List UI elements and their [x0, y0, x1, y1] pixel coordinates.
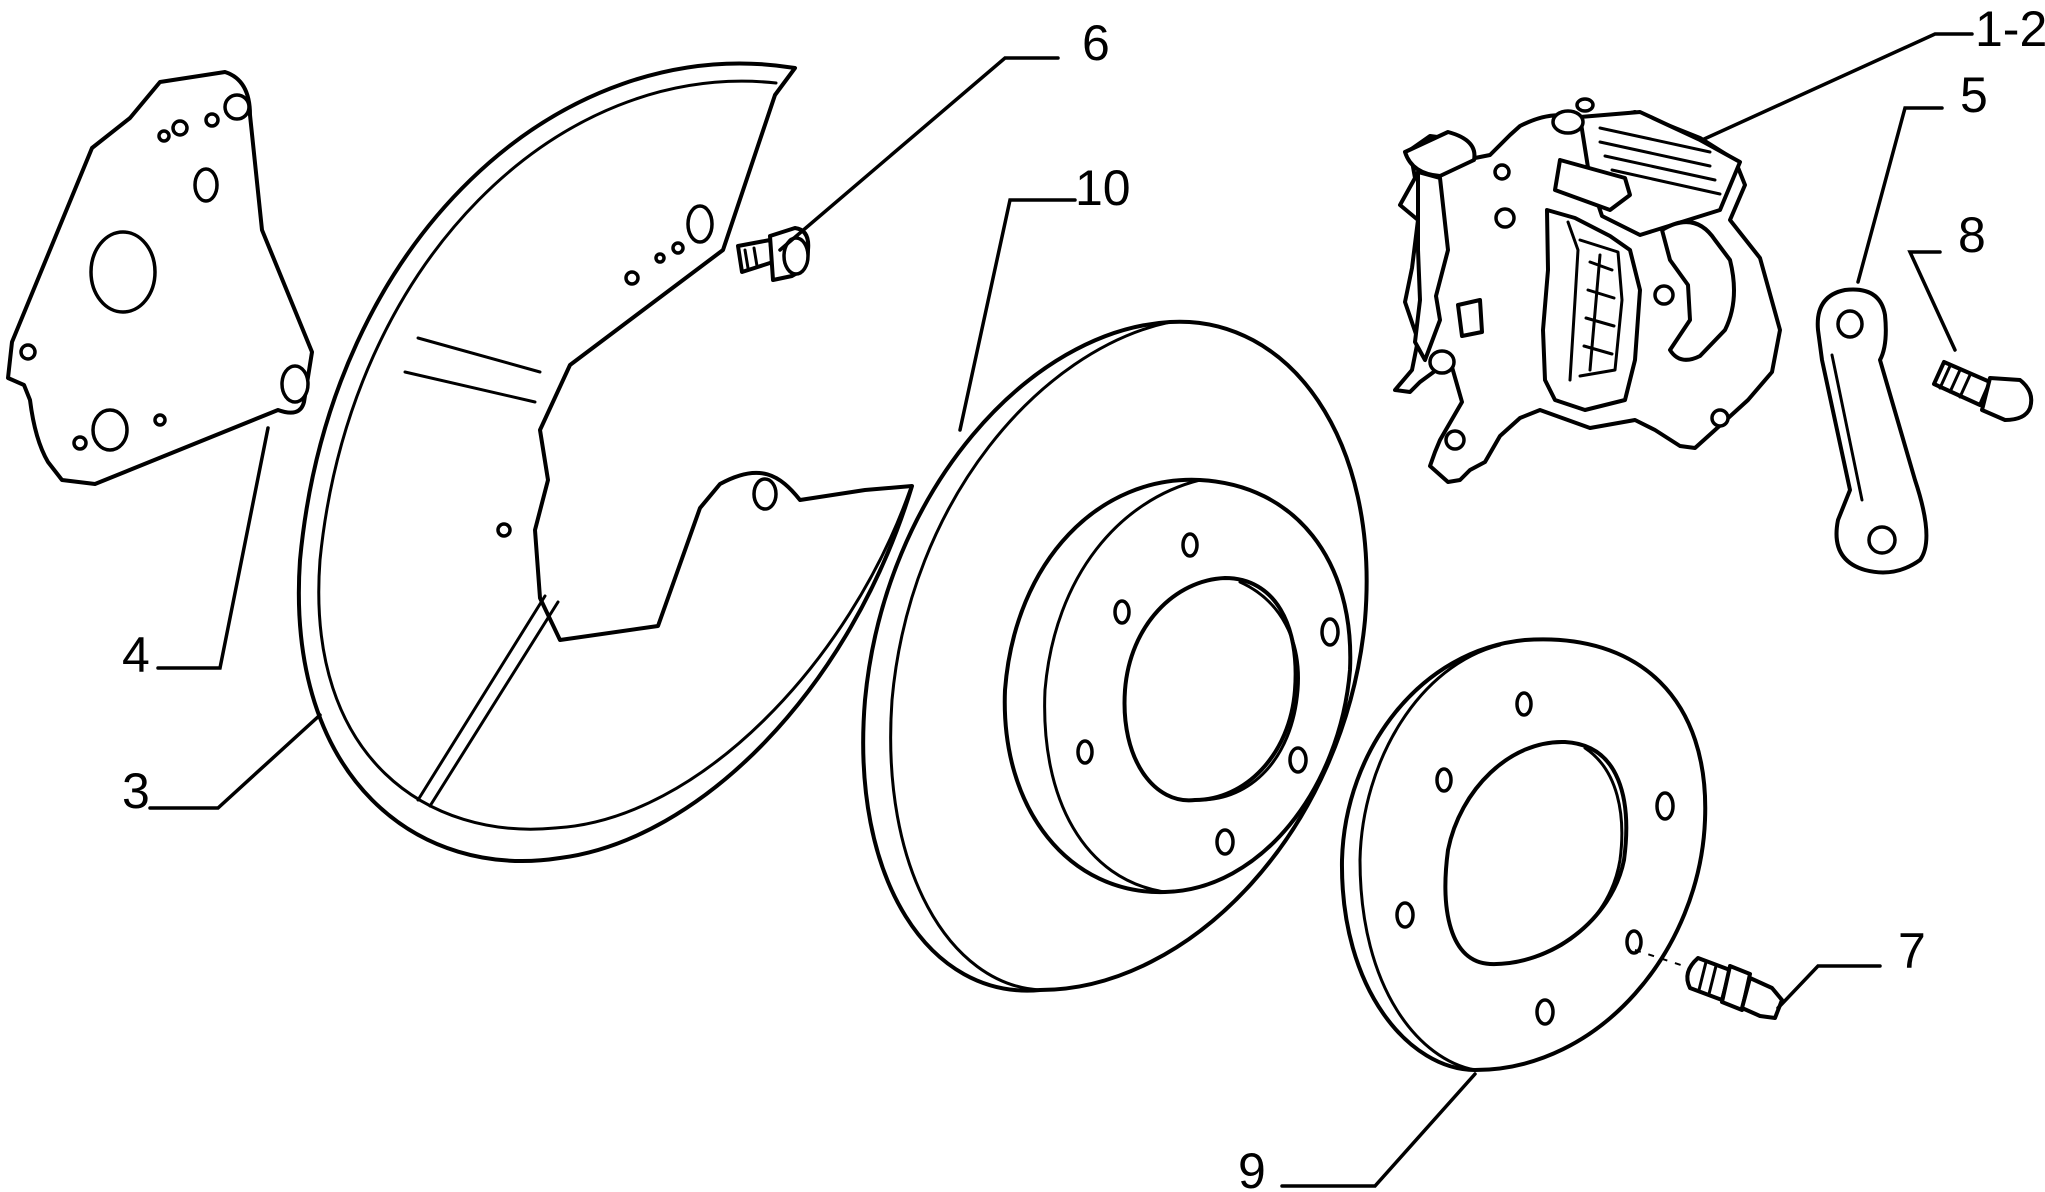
- leader-8: [1907, 250, 1957, 352]
- leader-9: [1280, 1072, 1477, 1188]
- leader-10: [958, 198, 1077, 432]
- leader-4: [156, 426, 270, 670]
- callout-label-3: 3: [122, 763, 150, 819]
- callout-labels: 1-2 5 8 6 10 4 3 7 9: [122, 1, 2045, 1192]
- callout-label-10: 10: [1075, 160, 1131, 216]
- bracket-plate-part-4: [6, 70, 314, 486]
- callout-label-4: 4: [122, 627, 150, 683]
- leader-7: [1776, 964, 1882, 1010]
- bolt-part-6: [736, 226, 811, 282]
- leader-5: [1856, 106, 1944, 284]
- callout-label-8: 8: [1958, 207, 1986, 263]
- callout-label-1-2: 1-2: [1975, 1, 2045, 57]
- leader-lines: [148, 32, 1974, 1188]
- callout-label-9: 9: [1238, 1143, 1266, 1192]
- callout-label-6: 6: [1082, 15, 1110, 71]
- brake-disc-part-10: [861, 319, 1369, 993]
- bolt-part-8: [1932, 360, 2034, 422]
- leader-1-2: [1700, 32, 1974, 142]
- callout-label-7: 7: [1898, 923, 1926, 979]
- callout-label-5: 5: [1960, 67, 1988, 123]
- caliper-part-1-2: [1393, 97, 1782, 484]
- leader-6: [778, 56, 1060, 252]
- leader-3: [148, 713, 322, 810]
- link-plate-part-5: [1815, 287, 1929, 575]
- hub-ring-part-9: [1339, 637, 1708, 1072]
- wheel-stud-part-7: [1634, 949, 1784, 1020]
- dust-shield-part-3: [296, 61, 914, 863]
